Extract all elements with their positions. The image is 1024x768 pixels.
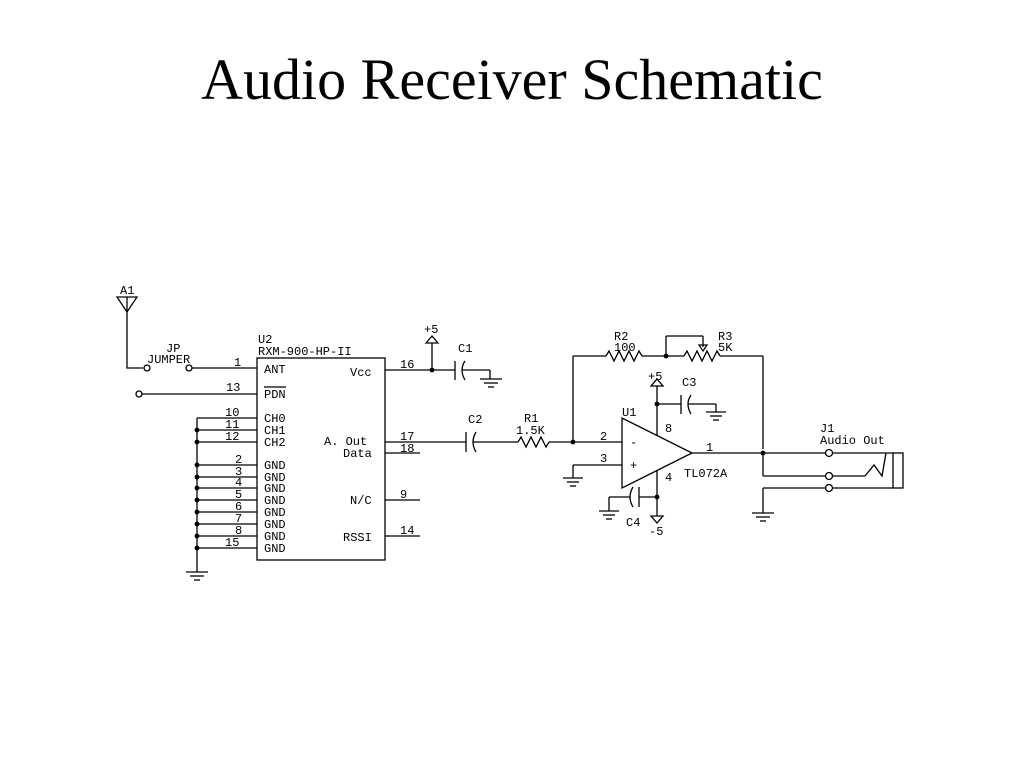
jack-ref-label: J1 xyxy=(820,422,834,436)
jumper-pin-icon xyxy=(185,364,193,372)
ground-icon xyxy=(752,512,774,522)
module-part-label: RXM-900-HP-II xyxy=(258,345,352,359)
resistor-icon xyxy=(517,435,550,449)
pin-num-ch0: 10 xyxy=(225,406,239,420)
pin-num-gnd: 4 xyxy=(235,476,242,490)
module-u2: U2 RXM-900-HP-II ANT PDN CH0 CH1 CH2 GND… xyxy=(256,333,386,561)
jack-terminal-icon xyxy=(824,448,834,458)
opamp-pin-noninv: 3 xyxy=(600,452,607,466)
pin-num-gnd: 3 xyxy=(235,465,242,479)
pin-name-ch0: CH0 xyxy=(264,412,286,426)
opamp-inv-sign: - xyxy=(630,436,637,450)
potentiometer-icon xyxy=(683,349,721,363)
ground-icon xyxy=(480,378,502,388)
pin-num-ch1: 11 xyxy=(225,418,239,432)
pin-name-ch1: CH1 xyxy=(264,424,286,438)
jumper-jp: JP JUMPER 1 xyxy=(143,342,257,372)
pin-name-data: Data xyxy=(343,447,372,461)
pin-name-gnd: GND xyxy=(264,494,286,508)
resistor-icon xyxy=(605,349,643,363)
jumper-ref-label: JP xyxy=(166,342,180,356)
audio-jack-j1: J1 Audio Out xyxy=(752,422,904,522)
pin-name-gnd: GND xyxy=(264,506,286,520)
ground-bus: 10 11 12 2 3 4 5 6 7 8 15 xyxy=(186,406,257,581)
slide-title: Audio Receiver Schematic xyxy=(201,47,823,112)
supply-pos-label: +5 xyxy=(424,323,438,337)
jack-body-icon xyxy=(892,452,904,489)
r3-value-label: 5K xyxy=(718,341,733,355)
ground-icon xyxy=(186,571,208,581)
opamp-ref-label: U1 xyxy=(622,406,636,420)
opamp-noninv-sign: + xyxy=(630,459,637,473)
ground-icon xyxy=(706,411,726,421)
antenna-a1: A1 xyxy=(115,284,143,369)
pin-name-gnd: GND xyxy=(264,518,286,532)
opamp-pin-vneg: 4 xyxy=(665,471,672,485)
pin-num-vcc: 16 xyxy=(400,358,414,372)
supply-neg-label: -5 xyxy=(649,525,663,539)
pin-name-pdn: PDN xyxy=(264,388,286,402)
capacitor-c2: C2 xyxy=(465,413,518,453)
pin-name-aout: A. Out xyxy=(324,435,367,449)
r1-ref-label: R1 xyxy=(524,412,538,426)
c2-ref-label: C2 xyxy=(468,413,482,427)
supply-arrow-icon xyxy=(649,378,665,387)
capacitor-c1: +5 C1 xyxy=(424,323,502,388)
c3-ref-label: C3 xyxy=(682,376,696,390)
jack-terminal-icon xyxy=(824,483,834,493)
r3-ref-label: R3 xyxy=(718,330,732,344)
pin-num-data: 18 xyxy=(400,442,414,456)
c1-ref-label: C1 xyxy=(458,342,472,356)
pin-name-rssi: RSSI xyxy=(343,531,372,545)
jack-terminal-icon xyxy=(824,471,834,481)
pin-name-vcc: Vcc xyxy=(350,366,372,380)
r2-ref-label: R2 xyxy=(614,330,628,344)
ground-icon xyxy=(599,510,619,520)
supply-arrow-icon xyxy=(649,515,665,524)
module-body xyxy=(256,357,386,561)
r2-value-label: 100 xyxy=(614,341,636,355)
ground-icon xyxy=(563,477,583,487)
pin-num-aout: 17 xyxy=(400,430,414,444)
supply-arrow-icon xyxy=(424,335,440,344)
pin-num-ch2: 12 xyxy=(225,430,239,444)
pin-name-gnd: GND xyxy=(264,530,286,544)
opamp-pin-vpos: 8 xyxy=(665,422,672,436)
pin-name-ant: ANT xyxy=(264,363,286,377)
pdn-terminal-icon xyxy=(135,390,143,398)
pin-name-gnd: GND xyxy=(264,482,286,496)
pin-num-gnd: 6 xyxy=(235,500,242,514)
pin-num-gnd: 8 xyxy=(235,524,242,538)
wiper-arrow-icon xyxy=(697,344,709,353)
feedback-network: R2 100 R3 5K xyxy=(572,330,764,449)
jumper-name-label: JUMPER xyxy=(147,353,190,367)
pin-num-nc: 9 xyxy=(400,488,407,502)
pin-num-gnd: 2 xyxy=(235,453,242,467)
jack-name-label: Audio Out xyxy=(820,434,885,448)
module-ref-label: U2 xyxy=(258,333,272,347)
pin-num-pdn: 13 xyxy=(226,381,240,395)
pin-name-ch2: CH2 xyxy=(264,436,286,450)
pin-num-ant: 1 xyxy=(234,356,241,370)
opamp-part-label: TL072A xyxy=(684,467,728,481)
pin-name-gnd: GND xyxy=(264,459,286,473)
pin-num-gnd: 15 xyxy=(225,536,239,550)
opamp-u1: U1 - + TL072A 3 8 +5 C3 4 xyxy=(563,370,766,539)
opamp-pin-out: 1 xyxy=(706,441,713,455)
pin-name-gnd: GND xyxy=(264,471,286,485)
antenna-ref-label: A1 xyxy=(120,284,134,298)
pin-num-gnd: 7 xyxy=(235,512,242,526)
c4-ref-label: C4 xyxy=(626,516,640,530)
pin-name-nc: N/C xyxy=(350,494,372,508)
pdn-input: 13 xyxy=(135,381,257,398)
pin-name-gnd: GND xyxy=(264,542,286,556)
module-right-pins: 16 17 18 9 14 xyxy=(385,358,466,538)
resistor-r1: R1 1.5K 2 xyxy=(516,412,622,449)
r1-value-label: 1.5K xyxy=(516,424,546,438)
opamp-pin-inv: 2 xyxy=(600,430,607,444)
pin-num-gnd: 5 xyxy=(235,488,242,502)
jumper-pin-icon xyxy=(143,364,151,372)
pin-num-rssi: 14 xyxy=(400,524,414,538)
